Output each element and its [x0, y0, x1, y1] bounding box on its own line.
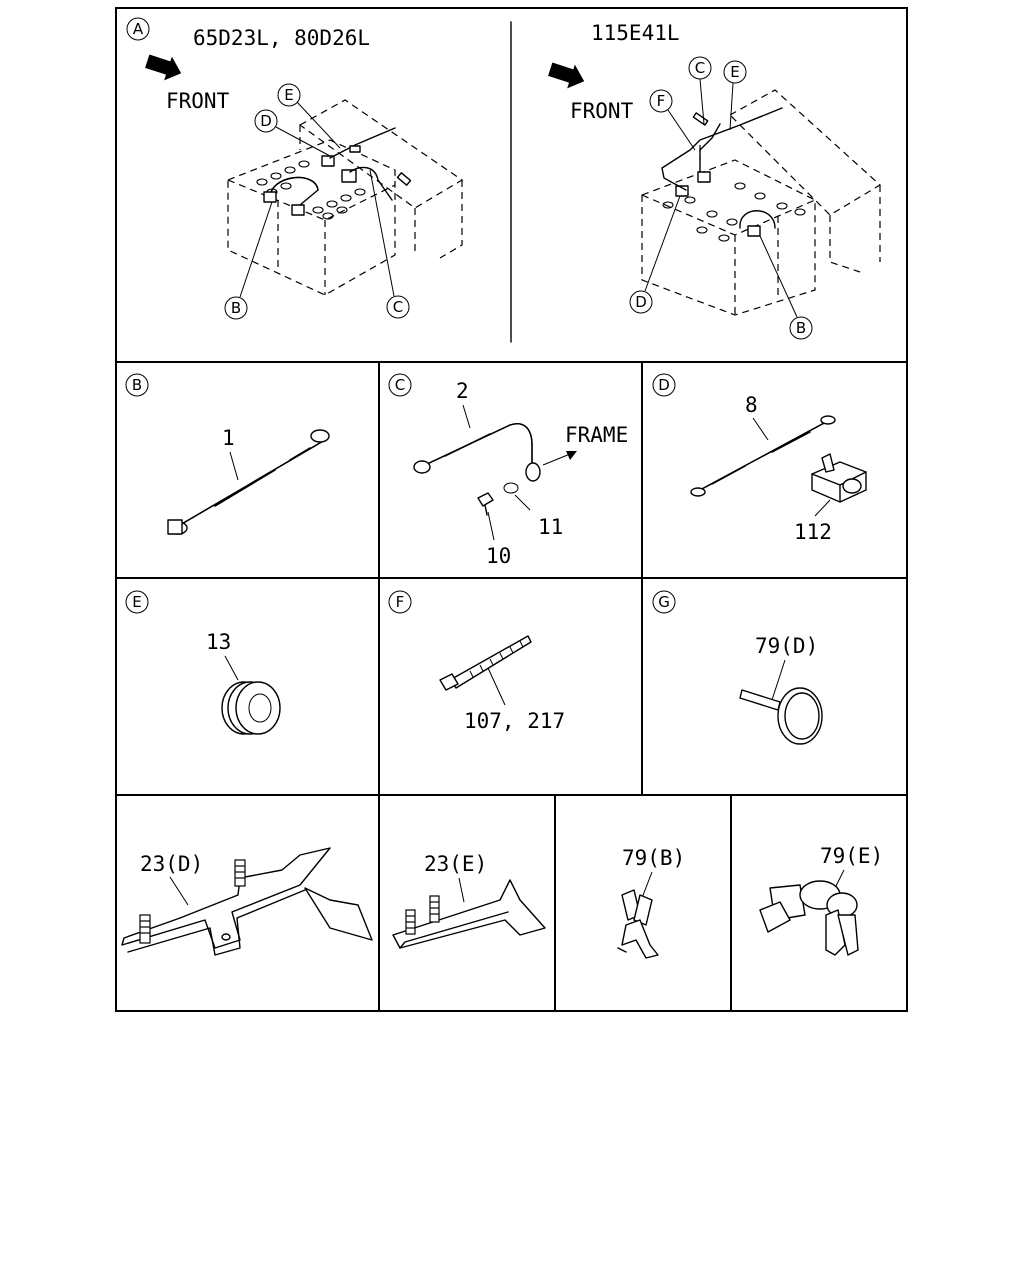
callout-b: B: [132, 376, 142, 394]
cable-2-label: 2: [456, 379, 469, 403]
frame-rail-right: [699, 89, 882, 273]
bracket-23e-icon: [392, 879, 546, 949]
panel-e: E 13: [125, 590, 281, 735]
panel-clip-79e: 79(E): [759, 844, 883, 956]
panel-g: G 79(D): [652, 590, 823, 745]
terminal-112-label: 112: [794, 520, 832, 544]
part-1-label: 1: [222, 426, 235, 450]
callout-d: D: [658, 376, 670, 394]
washer-11-label: 11: [538, 515, 563, 539]
panel-a-layout: A 65D23L, 80D26L 115E41L FRONT FRONT: [126, 17, 882, 340]
right-battery-title: 115E41L: [591, 21, 680, 45]
panel-c: C 2 FRAME 11 10: [388, 373, 628, 568]
front-label-left: FRONT: [166, 89, 230, 113]
panel-b: B 1: [125, 373, 330, 535]
callout-b-right: B: [796, 319, 806, 337]
clip-79d-icon: [739, 687, 823, 745]
callout-c: C: [395, 376, 405, 394]
callouts-left: E D B C: [224, 83, 410, 320]
callout-a: A: [133, 20, 144, 38]
frame-arrow-icon: [566, 451, 577, 460]
callout-e-left: E: [284, 86, 293, 104]
diagram-grid: [115, 7, 908, 1012]
panel-bracket-23d: 23(D): [121, 847, 373, 956]
bracket-23d-label: 23(D): [140, 852, 203, 876]
battery-pair-right: [641, 107, 816, 316]
callout-e: E: [132, 593, 141, 611]
clip-79e-icon: [759, 880, 859, 956]
battery-cable-8-icon: [690, 415, 836, 497]
callout-c-right: C: [695, 59, 705, 77]
callouts-right: C E F D B: [629, 56, 813, 340]
clip-79b-label: 79(B): [622, 846, 685, 870]
cable-tie-icon: [439, 635, 532, 691]
callout-d-left: D: [260, 112, 272, 130]
cable-8-label: 8: [745, 393, 758, 417]
front-arrow-icon-left: [145, 54, 182, 81]
left-battery-title: 65D23L, 80D26L: [193, 26, 370, 50]
callout-g: G: [658, 593, 670, 611]
callout-d-right: D: [635, 293, 647, 311]
front-label-right: FRONT: [570, 99, 634, 123]
tie-107-217-label: 107, 217: [464, 709, 565, 733]
clip-79d-label: 79(D): [755, 634, 818, 658]
panel-clip-79b: 79(B): [617, 846, 685, 959]
callout-f-right: F: [657, 92, 666, 110]
panel-d: D 8 112: [652, 373, 867, 544]
bracket-23d-icon: [121, 847, 373, 956]
clip-79e-label: 79(E): [820, 844, 883, 868]
battery-pair-left: [227, 127, 412, 296]
battery-cable-1-icon: [167, 429, 330, 535]
callout-b-left: B: [231, 299, 241, 317]
grommet-13-label: 13: [206, 630, 231, 654]
bolt-10-label: 10: [486, 544, 511, 568]
grommet-13-icon: [221, 681, 281, 735]
front-arrow-icon-right: [548, 62, 585, 89]
callout-e-right: E: [730, 63, 739, 81]
frame-label: FRAME: [565, 423, 628, 447]
battery-terminal-112-icon: [811, 453, 867, 503]
panel-f: F 107, 217: [388, 590, 565, 733]
clip-79b-icon: [617, 889, 659, 959]
callout-c-left: C: [393, 298, 403, 316]
frame-rail-left: [298, 99, 464, 259]
panel-bracket-23e: 23(E): [392, 852, 546, 949]
callout-a-circle: [126, 17, 150, 41]
frame-cable-2-icon: [413, 423, 541, 516]
callout-f: F: [396, 593, 405, 611]
bracket-23e-label: 23(E): [424, 852, 487, 876]
